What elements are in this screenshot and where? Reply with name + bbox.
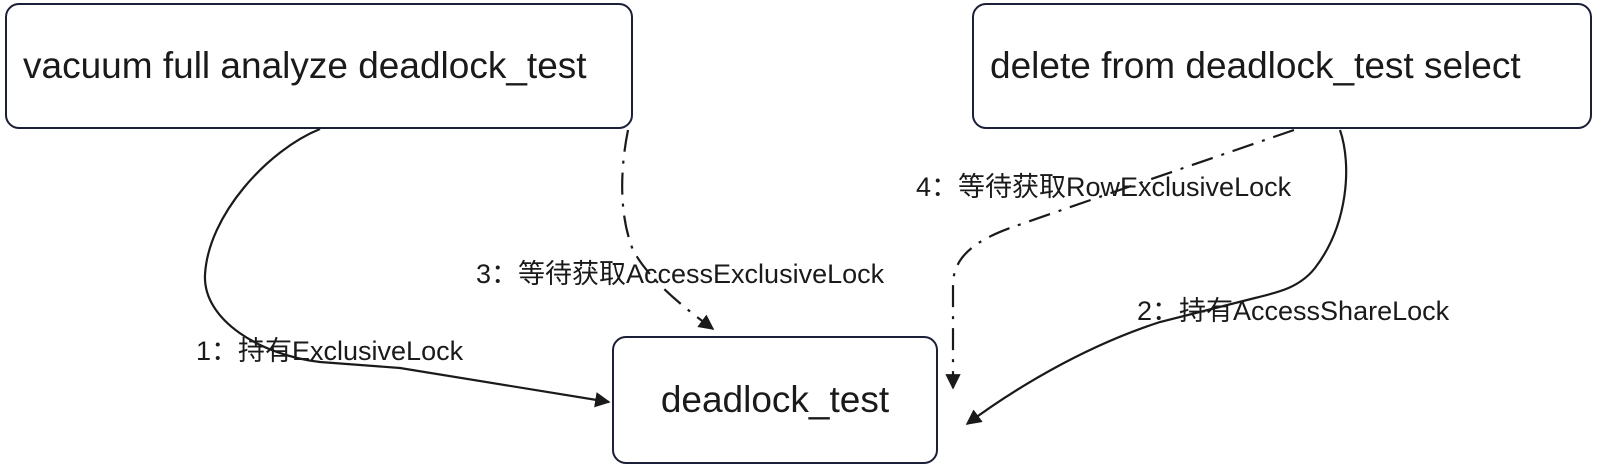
node-deadlock-test-label: deadlock_test: [660, 378, 890, 420]
edge-label-2-hold-accesssharelock: 2：持有AccessShareLock: [1137, 296, 1450, 326]
edge-4-path: [945, 128, 1295, 390]
node-deadlock-test[interactable]: deadlock_test: [612, 336, 938, 464]
edge-1-path: [203, 127, 611, 408]
edge-3-path: [621, 129, 715, 330]
node-vacuum[interactable]: vacuum full analyze deadlock_test: [5, 3, 633, 129]
edge-label-3-wait-accessexclusivelock: 3：等待获取AccessExclusiveLock: [476, 259, 885, 289]
edge-label-1-hold-exclusivelock: 1：持有ExclusiveLock: [196, 336, 464, 366]
node-delete-label: delete from deadlock_test select: [990, 44, 1521, 86]
edge-label-4-wait-rowexclusivelock: 4：等待获取RowExclusiveLock: [916, 172, 1292, 202]
node-delete[interactable]: delete from deadlock_test select: [972, 3, 1592, 129]
edge-2-path: [965, 129, 1348, 425]
node-vacuum-label: vacuum full analyze deadlock_test: [23, 44, 587, 86]
